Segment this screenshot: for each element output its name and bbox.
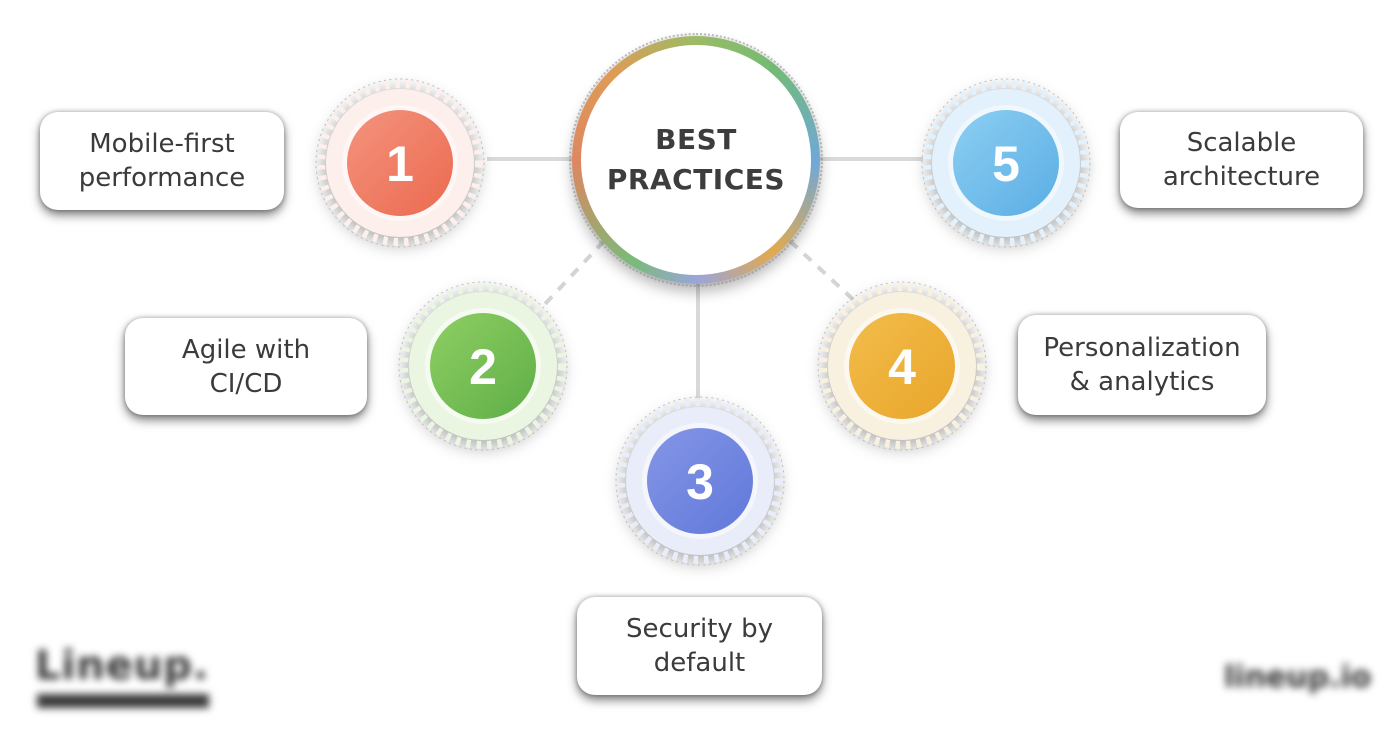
badge-1-graphic: 1 <box>315 78 485 248</box>
badge-3: 3 <box>615 396 785 566</box>
label-line: Agile with <box>181 334 311 365</box>
badge-1-number-circle <box>347 110 453 216</box>
badge-1-number: 1 <box>386 136 414 192</box>
badge-4-dotted-rim <box>817 281 987 451</box>
badge-4: 4 <box>817 281 987 451</box>
watermark-left: Lineup. <box>35 643 209 708</box>
badge-5-graphic: 5 <box>921 78 1091 248</box>
badge-5: 5 <box>921 78 1091 248</box>
watermark-left-text: Lineup. <box>35 643 210 689</box>
badge-3-teeth <box>617 398 783 564</box>
label-line: default <box>653 648 746 678</box>
label-line: Mobile-first <box>89 129 235 159</box>
label-line: CI/CD <box>209 368 283 399</box>
watermark-left-bar <box>37 694 209 708</box>
diagram-title-line1: BEST <box>655 123 737 156</box>
label-box-scalable-architecture: Scalable architecture <box>1120 112 1363 208</box>
badge-3-number-circle <box>647 428 753 534</box>
diagram-title: BEST PRACTICES <box>607 120 785 200</box>
connector-item2 <box>543 239 606 306</box>
badge-4-graphic: 4 <box>817 281 987 451</box>
badge-2-number: 2 <box>469 339 497 395</box>
label-line: architecture <box>1162 162 1321 192</box>
badge-3-graphic: 3 <box>615 396 785 566</box>
badge-5-teeth <box>923 80 1089 246</box>
diagram-title-line2: PRACTICES <box>606 163 786 196</box>
badge-3-dotted-rim <box>615 396 785 566</box>
label-box-security-by-default: Security by default <box>577 597 822 695</box>
label-line: Personalization <box>1043 333 1241 363</box>
badge-2-number-circle <box>430 313 536 419</box>
badge-2-dotted-rim <box>398 281 568 451</box>
label-box-mobile-first-performance: Mobile-first performance <box>40 112 284 210</box>
badge-1-teeth <box>317 80 483 246</box>
center-ring-gradient: BEST PRACTICES <box>569 33 823 287</box>
label-line: Scalable <box>1186 128 1297 158</box>
label-line: Security by <box>626 614 773 644</box>
badge-4-teeth <box>819 283 985 449</box>
watermark-right: lineup.io <box>1224 660 1372 695</box>
label-box-agile-with-cicd: Agile with CI/CD <box>125 318 367 415</box>
label-line: performance <box>78 163 246 193</box>
badge-1-dotted-rim <box>315 78 485 248</box>
center-inner-disc: BEST PRACTICES <box>581 45 811 275</box>
badge-5-number-circle <box>953 110 1059 216</box>
badge-2-teeth <box>400 283 566 449</box>
center-circle: BEST PRACTICES <box>569 33 823 287</box>
badge-3-number: 3 <box>686 454 714 510</box>
badge-1: 1 <box>315 78 485 248</box>
label-line: & analytics <box>1069 367 1215 397</box>
badge-2-graphic: 2 <box>398 281 568 451</box>
label-box-personalization-analytics: Personalization & analytics <box>1018 315 1266 415</box>
badge-4-number-circle <box>849 313 955 419</box>
connector-item4 <box>788 239 860 306</box>
badge-5-number: 5 <box>992 136 1020 192</box>
badge-5-dotted-rim <box>921 78 1091 248</box>
badge-2: 2 <box>398 281 568 451</box>
badge-4-number: 4 <box>888 339 916 395</box>
